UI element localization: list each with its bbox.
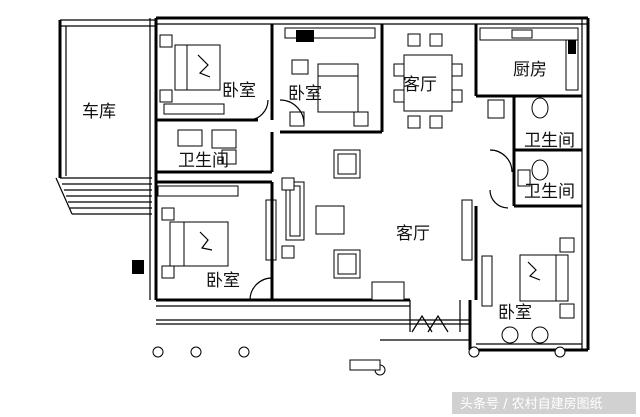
dining-table: [393, 33, 463, 129]
label-bedroom-top-left: 卧室: [222, 81, 256, 101]
bath-right: [487, 96, 582, 209]
label-living: 客厅: [396, 224, 430, 244]
watermark: 头条号 / 农村自建房图纸: [452, 392, 636, 414]
label-bedroom-bottom-left: 卧室: [206, 271, 240, 291]
label-bedroom-bottom-right: 卧室: [498, 303, 532, 323]
label-dining: 客厅: [403, 75, 437, 95]
outer-walls: [149, 16, 590, 352]
label-bath-right-bottom: 卫生间: [524, 182, 575, 202]
bedroom-top-left: [156, 24, 274, 122]
label-bath-right-top: 卫生间: [524, 131, 575, 151]
watermark-text: 头条号 / 农村自建房图纸: [460, 396, 603, 412]
porch: [152, 300, 566, 376]
label-kitchen: 厨房: [513, 60, 547, 80]
bath-left: [156, 129, 274, 174]
living-furniture: [265, 149, 473, 301]
label-bedroom-top-mid: 卧室: [288, 84, 322, 104]
garage: [55, 19, 156, 215]
bedroom-bottom-left: [132, 180, 274, 301]
label-bath-left: 卫生间: [178, 151, 229, 171]
bedroom-bottom-right: [474, 206, 575, 344]
label-garage: 车库: [82, 102, 116, 122]
kitchen: [474, 24, 582, 98]
garage-stairs: [55, 177, 152, 215]
bedroom-top-mid: [279, 24, 384, 134]
